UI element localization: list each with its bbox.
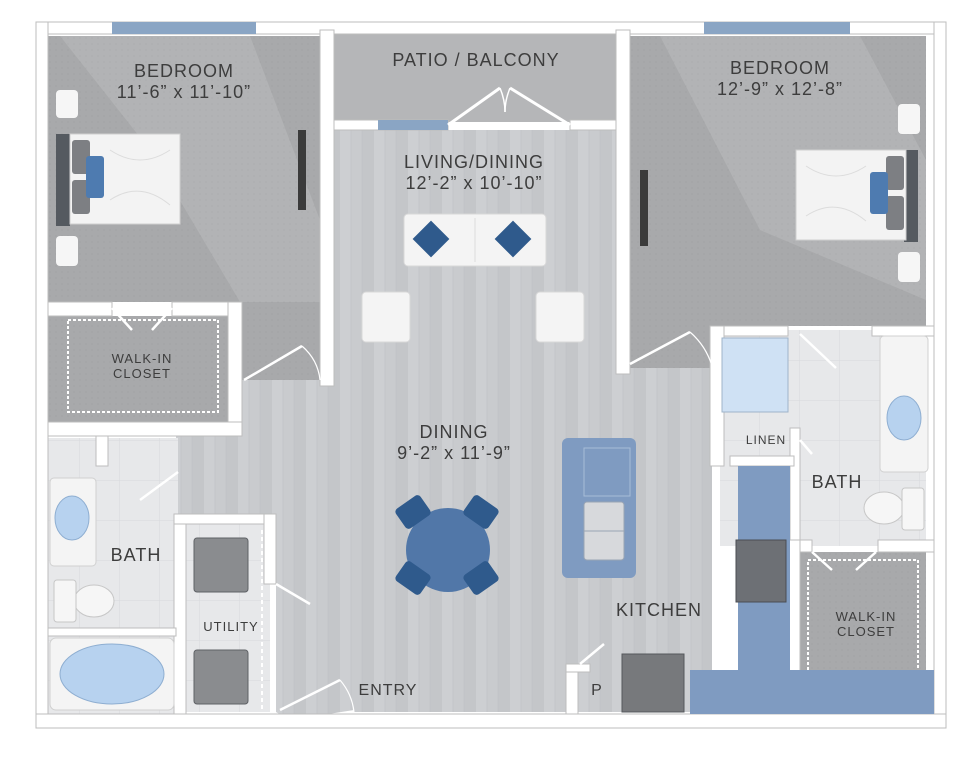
sofa xyxy=(403,213,547,267)
refrigerator xyxy=(621,653,685,713)
wall-closet-bottom xyxy=(47,421,243,437)
nightstand-left-bottom xyxy=(56,236,78,266)
door-bath-left xyxy=(139,470,179,502)
door-entry xyxy=(279,678,341,712)
wall-pantry-top xyxy=(565,663,591,673)
wall-right xyxy=(933,21,947,729)
wall-shower-top xyxy=(723,325,789,337)
door-pantry xyxy=(579,643,605,665)
living-name: LIVING/DINING xyxy=(403,152,545,172)
pantry-label: P xyxy=(591,682,603,699)
living-label: LIVING/DINING 12’-2” x 10’-10” xyxy=(374,152,574,193)
wall-utility-east-top xyxy=(263,513,277,585)
wall-left xyxy=(35,21,49,729)
door-linen xyxy=(799,439,813,455)
wall-bedroom-left-east xyxy=(319,29,335,387)
patio-doors xyxy=(447,86,571,127)
bath-left-label: BATH xyxy=(110,545,162,565)
cooktop xyxy=(735,539,787,603)
sink-right xyxy=(886,395,922,441)
tv-right xyxy=(640,170,648,246)
door-bath-right xyxy=(799,333,837,369)
door-bedroom-left xyxy=(243,344,303,382)
closet-left-shelf xyxy=(67,319,219,413)
window-bedroom-left xyxy=(112,22,256,34)
patio-floor xyxy=(334,30,616,122)
door-bedroom-right xyxy=(629,330,691,366)
kitchen-counter xyxy=(690,466,934,714)
bedroom-left-label: BEDROOM 11’-6” x 11’-10” xyxy=(104,61,264,102)
toilet-left xyxy=(73,584,115,618)
closet-right-label: WALK-IN CLOSET xyxy=(816,609,916,640)
wall-linen-bottom xyxy=(729,455,795,467)
kitchen-label: KITCHEN xyxy=(615,600,702,620)
door-closet-left xyxy=(111,307,173,331)
bedroom-left-light xyxy=(60,36,320,302)
window-patio xyxy=(378,120,448,130)
dining-table xyxy=(395,495,499,595)
entry-label: ENTRY xyxy=(358,682,418,699)
windows xyxy=(112,22,850,130)
wall-bath-left-jamb xyxy=(95,435,109,467)
bed-right xyxy=(795,149,918,242)
dining-label: DINING 9’-2” x 11’-9” xyxy=(374,422,534,463)
bedroom-left-name: BEDROOM xyxy=(133,61,234,81)
wall-patio-right xyxy=(569,119,617,131)
wall-closet-right-top-b xyxy=(877,539,935,553)
bedroom-right-name: BEDROOM xyxy=(729,58,830,78)
bedroom-left-entry-floor xyxy=(240,302,320,380)
utility-label: UTILITY xyxy=(203,619,259,634)
hall-floor xyxy=(180,436,280,518)
wall-utility-top xyxy=(173,513,277,525)
closet-left-name2: CLOSET xyxy=(112,365,171,381)
dryer xyxy=(193,649,249,705)
bedroom-right-entry-floor xyxy=(628,326,712,368)
linen-label: LINEN xyxy=(745,433,787,447)
wall-bottom xyxy=(35,713,947,729)
wall-closet-top-left xyxy=(47,301,113,317)
nightstand-right-bottom xyxy=(898,252,920,282)
living-dims: 12’-2” x 10’-10” xyxy=(405,172,543,193)
closet-right-name2: CLOSET xyxy=(836,623,895,639)
dining-dims: 9’-2” x 11’-9” xyxy=(397,442,511,463)
nightstand-left-top xyxy=(56,90,78,118)
door-utility xyxy=(275,582,311,606)
patio-label: PATIO / BALCONY xyxy=(392,50,560,70)
wall-linen-east xyxy=(789,427,801,549)
dining-name: DINING xyxy=(419,422,489,442)
nightstand-right-top xyxy=(898,104,920,134)
bedroom-right-dims: 12’-9” x 12’-8” xyxy=(716,78,844,99)
bedroom-right-label: BEDROOM 12’-9” x 12’-8” xyxy=(690,58,870,99)
wall-bedroom-right-west xyxy=(615,29,631,375)
toilet-right xyxy=(863,491,905,525)
bath-right-label: BATH xyxy=(811,472,863,492)
wall-closet-east xyxy=(227,301,243,437)
wall-bath-right-top xyxy=(871,325,935,337)
closet-left-name: WALK-IN xyxy=(111,351,173,366)
closet-left-label: WALK-IN CLOSET xyxy=(92,351,192,382)
washer xyxy=(193,537,249,593)
armchair-right xyxy=(535,291,585,343)
wall-utility-west xyxy=(173,513,187,715)
bedroom-left-dims: 11’-6” x 11’-10” xyxy=(116,81,252,102)
tv-left xyxy=(298,130,306,210)
doors xyxy=(111,307,877,713)
shower xyxy=(721,337,789,413)
closet-left-floor xyxy=(48,316,228,422)
armchair-left xyxy=(361,291,411,343)
sink-left xyxy=(54,495,90,541)
kitchen-island xyxy=(562,438,636,578)
wall-tub xyxy=(47,627,177,637)
window-bedroom-right xyxy=(704,22,850,34)
bed-left xyxy=(56,133,181,226)
closet-right-name: WALK-IN xyxy=(835,609,897,624)
